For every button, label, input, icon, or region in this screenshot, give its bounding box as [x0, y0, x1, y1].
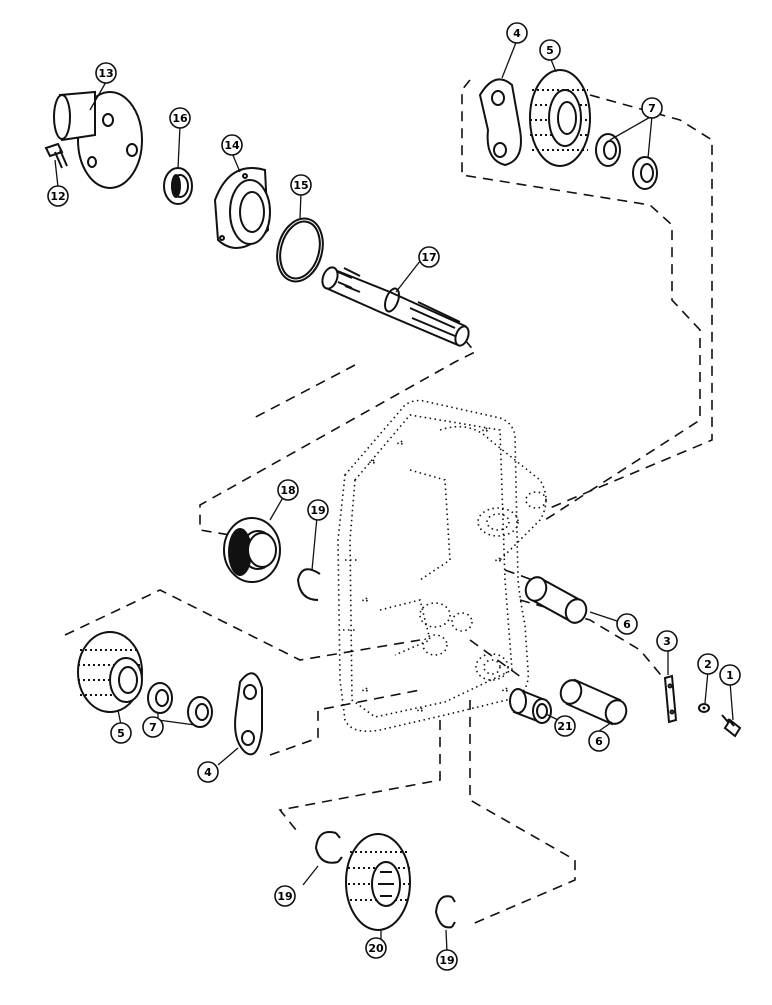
lock-plate-part-3 [663, 674, 678, 724]
callout-label: 3 [663, 635, 671, 648]
callout-label: 18 [280, 484, 295, 497]
snap-ring-part-19-bottom-left [314, 831, 343, 864]
callout-label: 15 [293, 179, 308, 192]
gear-part-20 [345, 833, 411, 931]
callout-label: 7 [149, 721, 157, 734]
snap-ring-part-19-middle [296, 568, 321, 601]
callout-21: 21 [554, 715, 576, 737]
callout-7-top: 7 [641, 97, 663, 119]
callout-19-middle: 19 [307, 499, 329, 521]
callout-label: 6 [623, 618, 631, 631]
callout-18: 18 [277, 479, 299, 501]
leader-lines [54, 39, 734, 953]
callout-14: 14 [221, 134, 243, 156]
callout-3: 3 [656, 630, 678, 652]
bushing-part-21 [509, 688, 552, 724]
callout-12: 12 [47, 185, 69, 207]
callout-label: 14 [224, 139, 240, 152]
seal-part-16 [163, 167, 193, 205]
callout-label: 19 [439, 954, 454, 967]
snap-ring-part-19-bottom-right [434, 895, 456, 929]
callout-label: 2 [704, 658, 712, 671]
callout-label: 5 [117, 727, 125, 740]
callout-4-left: 4 [197, 761, 219, 783]
spacer-plate-part-4-top [478, 78, 522, 167]
callout-13: 13 [95, 62, 117, 84]
callout-15: 15 [290, 174, 312, 196]
callout-label: 16 [172, 112, 188, 125]
callout-2: 2 [697, 653, 719, 675]
bolt-part-12 [44, 142, 68, 169]
spacer-plate-part-4-left [234, 672, 263, 756]
callout-label: 17 [421, 251, 436, 264]
callout-label: 19 [310, 504, 325, 517]
transmission-housing [337, 399, 547, 733]
bolt-part-1 [721, 714, 742, 738]
callout-6-upper: 6 [616, 613, 638, 635]
o-ring-part-15 [276, 217, 324, 283]
callout-17: 17 [418, 246, 440, 268]
pin-part-6-upper [524, 576, 588, 624]
callout-label: 12 [50, 190, 65, 203]
callout-7-left: 7 [142, 716, 164, 738]
callout-label: 6 [595, 735, 603, 748]
callout-label: 4 [204, 766, 212, 779]
callout-5-left: 5 [110, 722, 132, 744]
callout-1: 1 [719, 664, 741, 686]
assembly-guide-lines [64, 79, 713, 926]
pin-part-6-lower [559, 678, 628, 726]
callout-label: 21 [557, 720, 572, 733]
callout-19-bottom-left: 19 [274, 885, 296, 907]
callout-6-lower: 6 [588, 730, 610, 752]
callout-label: 20 [368, 942, 384, 955]
callout-19-bottom-right: 19 [436, 949, 458, 971]
callout-4-top: 4 [506, 22, 528, 44]
bearing-part-7-left [147, 682, 213, 728]
flange-part-13 [53, 90, 143, 189]
callout-label: 1 [726, 669, 734, 682]
washer-part-2 [698, 703, 710, 713]
gear-part-5-top [529, 69, 591, 167]
callout-16: 16 [169, 107, 191, 129]
callout-label: 19 [277, 890, 292, 903]
gear-part-5-left [77, 631, 143, 713]
callout-20: 20 [365, 937, 387, 959]
callout-5-top: 5 [539, 39, 561, 61]
callout-label: 7 [648, 102, 656, 115]
callout-label: 13 [98, 67, 113, 80]
callout-label: 5 [546, 44, 554, 57]
seal-part-18 [223, 517, 281, 583]
retainer-part-14 [213, 167, 271, 249]
bearing-part-7-top [595, 133, 658, 190]
shaft-part-17 [321, 266, 470, 347]
callout-label: 4 [513, 27, 521, 40]
